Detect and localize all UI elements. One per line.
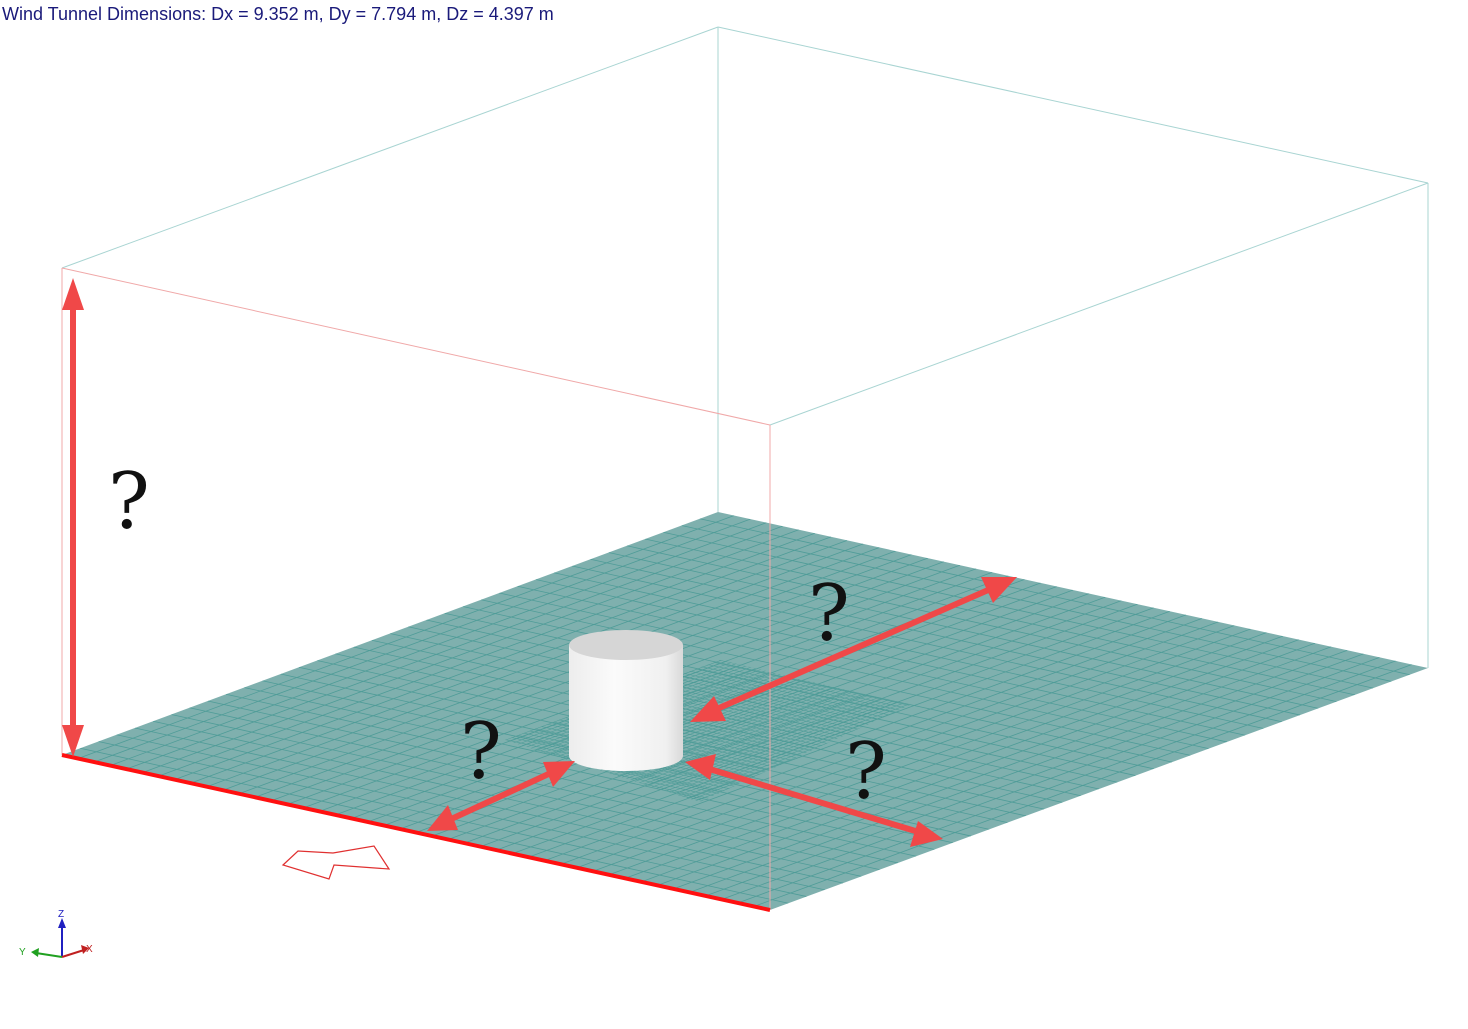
upstream-dimension-arrow [427,761,575,831]
height-dimension-arrow [62,278,84,757]
wind-tunnel-dimensions-title: Wind Tunnel Dimensions: Dx = 9.352 m, Dy… [2,4,554,24]
cylinder-obstacle[interactable] [569,630,683,771]
upstream-question-mark: ? [460,707,502,797]
height-question-mark: ? [108,457,150,547]
axis-label-x: X [86,944,93,955]
wind-direction-arrow [281,845,391,880]
tunnel-box-front-edges [61,267,771,910]
downstream-question-mark: ? [808,569,850,659]
inflow-edge-highlight [61,753,771,912]
downstream-dimension-arrow [690,577,1017,722]
tunnel-box-back-edges [61,26,1429,668]
lateral-question-mark: ? [845,727,887,817]
lateral-dimension-arrow [685,754,943,847]
floor-mesh [62,512,1428,910]
axis-triad: Z X Y [19,909,93,958]
axis-label-y: Y [19,947,26,958]
axis-label-z: Z [58,909,64,920]
